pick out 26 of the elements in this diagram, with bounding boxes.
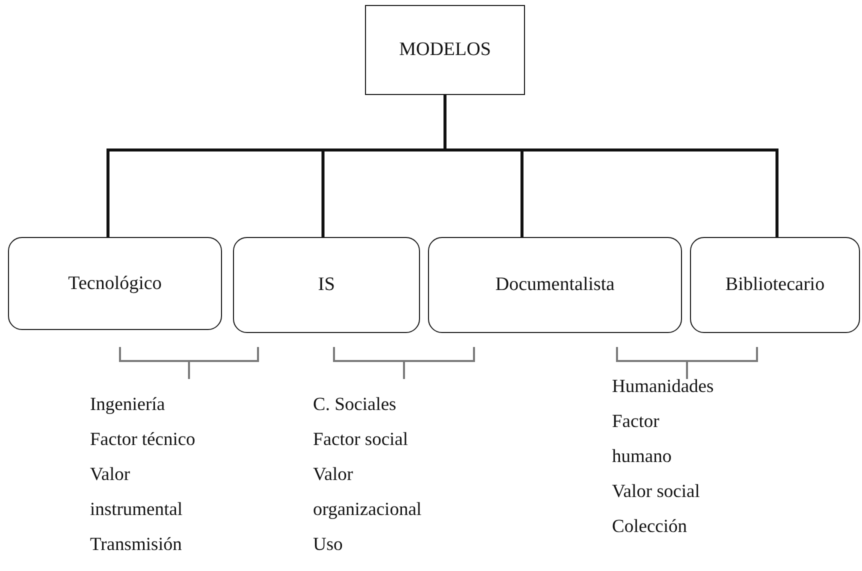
category-box: [233, 237, 420, 333]
list-item: Humanidades: [612, 376, 714, 399]
list-item: Valor: [90, 464, 132, 487]
list-item: Valor: [313, 464, 354, 487]
category-box: [365, 5, 525, 95]
list-item: Colección: [612, 516, 688, 539]
box-label: MODELOS: [399, 39, 491, 61]
list-item: Factor social: [313, 429, 410, 452]
list-item: instrumental: [90, 499, 184, 522]
box-label: IS: [318, 274, 335, 296]
list-item: Ingeniería: [90, 394, 166, 417]
box-label: Bibliotecario: [725, 274, 825, 296]
category-box: [690, 237, 860, 333]
list-item: Factor técnico: [90, 429, 196, 452]
list-item: Factor: [612, 411, 660, 434]
list-item: C. Sociales: [313, 394, 398, 417]
category-box: [428, 237, 682, 333]
category-box: [8, 237, 222, 330]
box-label: Documentalista: [495, 274, 615, 296]
list-item: Uso: [313, 534, 344, 557]
list-item: Valor social: [612, 481, 701, 504]
list-item: organizacional: [313, 499, 422, 522]
list-item: humano: [612, 446, 673, 469]
list-item: Transmisión: [90, 534, 183, 557]
box-label: Tecnológico: [68, 272, 162, 294]
connector-line: [444, 95, 778, 237]
